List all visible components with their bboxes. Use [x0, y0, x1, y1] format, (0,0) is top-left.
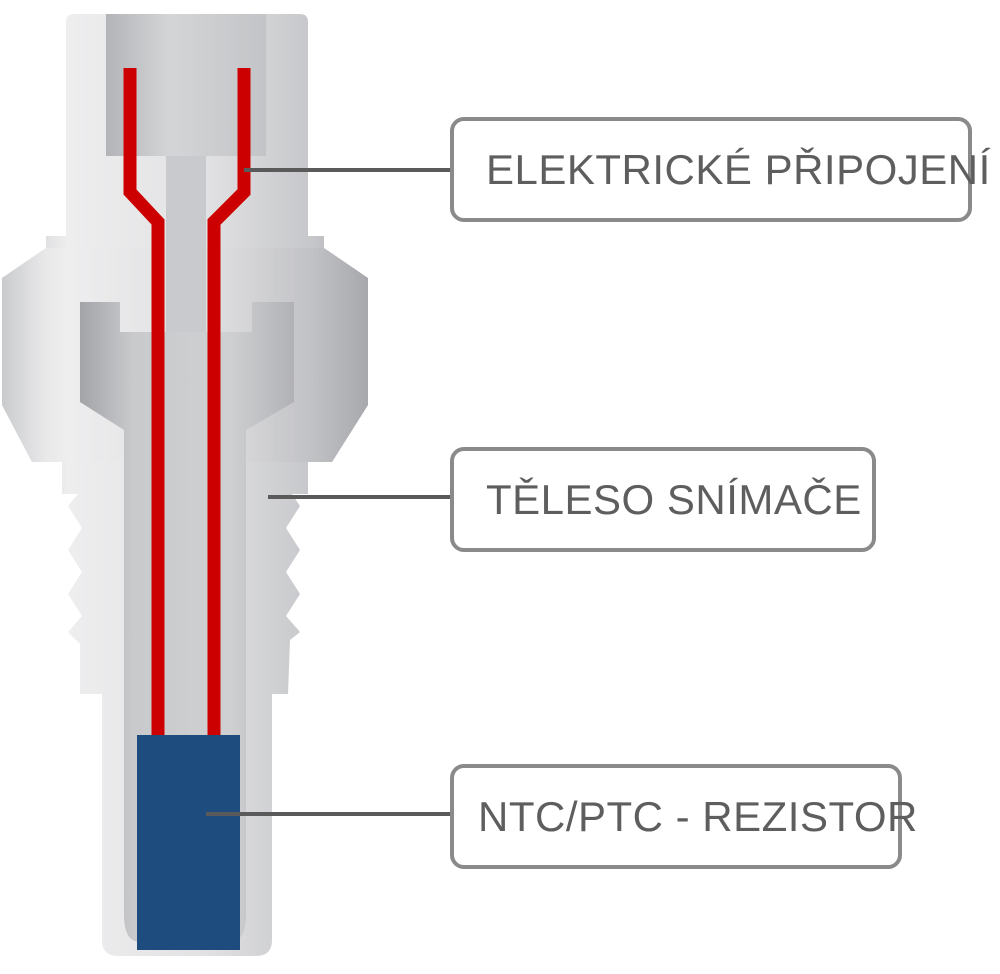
sensor-inner-section [80, 302, 294, 942]
callout-resistor-label: NTC/PTC - REZISTOR [478, 792, 918, 840]
callout-sensor-body: TĚLESO SNÍMAČE [450, 447, 876, 552]
wire-left [123, 68, 165, 738]
sensor-inner-channel [166, 156, 206, 332]
wire-right [207, 68, 251, 738]
callout-sensor-body-label: TĚLESO SNÍMAČE [486, 475, 862, 523]
callout-electrical-connection: ELEKTRICKÉ PŘIPOJENÍ [450, 117, 990, 222]
resistor-element [137, 735, 240, 950]
callout-electrical-connection-label: ELEKTRICKÉ PŘIPOJENÍ [486, 145, 991, 193]
callout-resistor: NTC/PTC - REZISTOR [450, 764, 917, 869]
